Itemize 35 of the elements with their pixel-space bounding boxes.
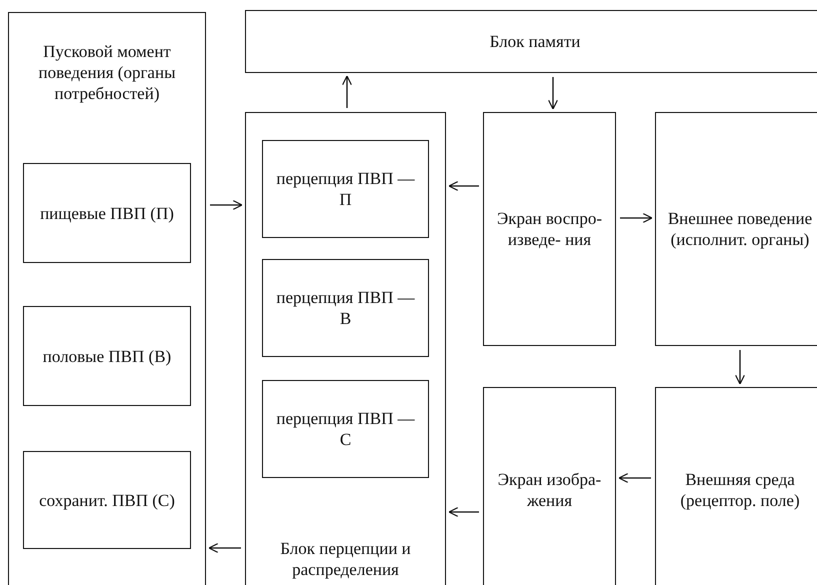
arrow bbox=[734, 350, 746, 385]
arrow bbox=[342, 75, 352, 108]
block-box bbox=[262, 380, 429, 478]
arrow bbox=[448, 506, 479, 518]
block-label: половые ПВП (В) bbox=[42, 346, 172, 366]
block-label: перцепция ПВП — П bbox=[275, 168, 416, 210]
block-box bbox=[262, 259, 429, 357]
block-box bbox=[483, 387, 616, 585]
block-label: перцепция ПВП — С bbox=[275, 408, 416, 450]
block-label: Внешняя среда (рецептор. поле) bbox=[679, 469, 801, 511]
block-label: Экран воспро- изведе- ния bbox=[496, 208, 603, 250]
arrow bbox=[448, 180, 479, 192]
block-box bbox=[23, 451, 191, 549]
block-box bbox=[245, 10, 817, 73]
block-box bbox=[8, 12, 206, 585]
arrow bbox=[548, 77, 558, 110]
block-label: Пусковой момент поведения (органы потребностей) bbox=[37, 41, 176, 104]
block-label: перцепция ПВП — В bbox=[275, 287, 416, 329]
arrow bbox=[618, 472, 651, 484]
block-box bbox=[23, 163, 191, 263]
block-box bbox=[23, 306, 191, 406]
block-box bbox=[262, 140, 429, 238]
arrow bbox=[208, 542, 241, 554]
arrow bbox=[620, 212, 653, 224]
block-box bbox=[655, 112, 817, 346]
block-label: пищевые ПВП (П) bbox=[40, 202, 174, 224]
block-box bbox=[245, 112, 446, 585]
block-box bbox=[483, 112, 616, 346]
block-label: Блок памяти bbox=[490, 31, 580, 52]
block-label: Внешнее поведение (исполнит. органы) bbox=[666, 208, 814, 250]
block-label: сохранит. ПВП (С) bbox=[39, 490, 175, 510]
block-label: Экран изобра- жения bbox=[496, 469, 602, 511]
block-box bbox=[655, 387, 817, 585]
arrow bbox=[210, 200, 243, 210]
block-label: Блок перцепции и распределения bbox=[279, 538, 412, 580]
